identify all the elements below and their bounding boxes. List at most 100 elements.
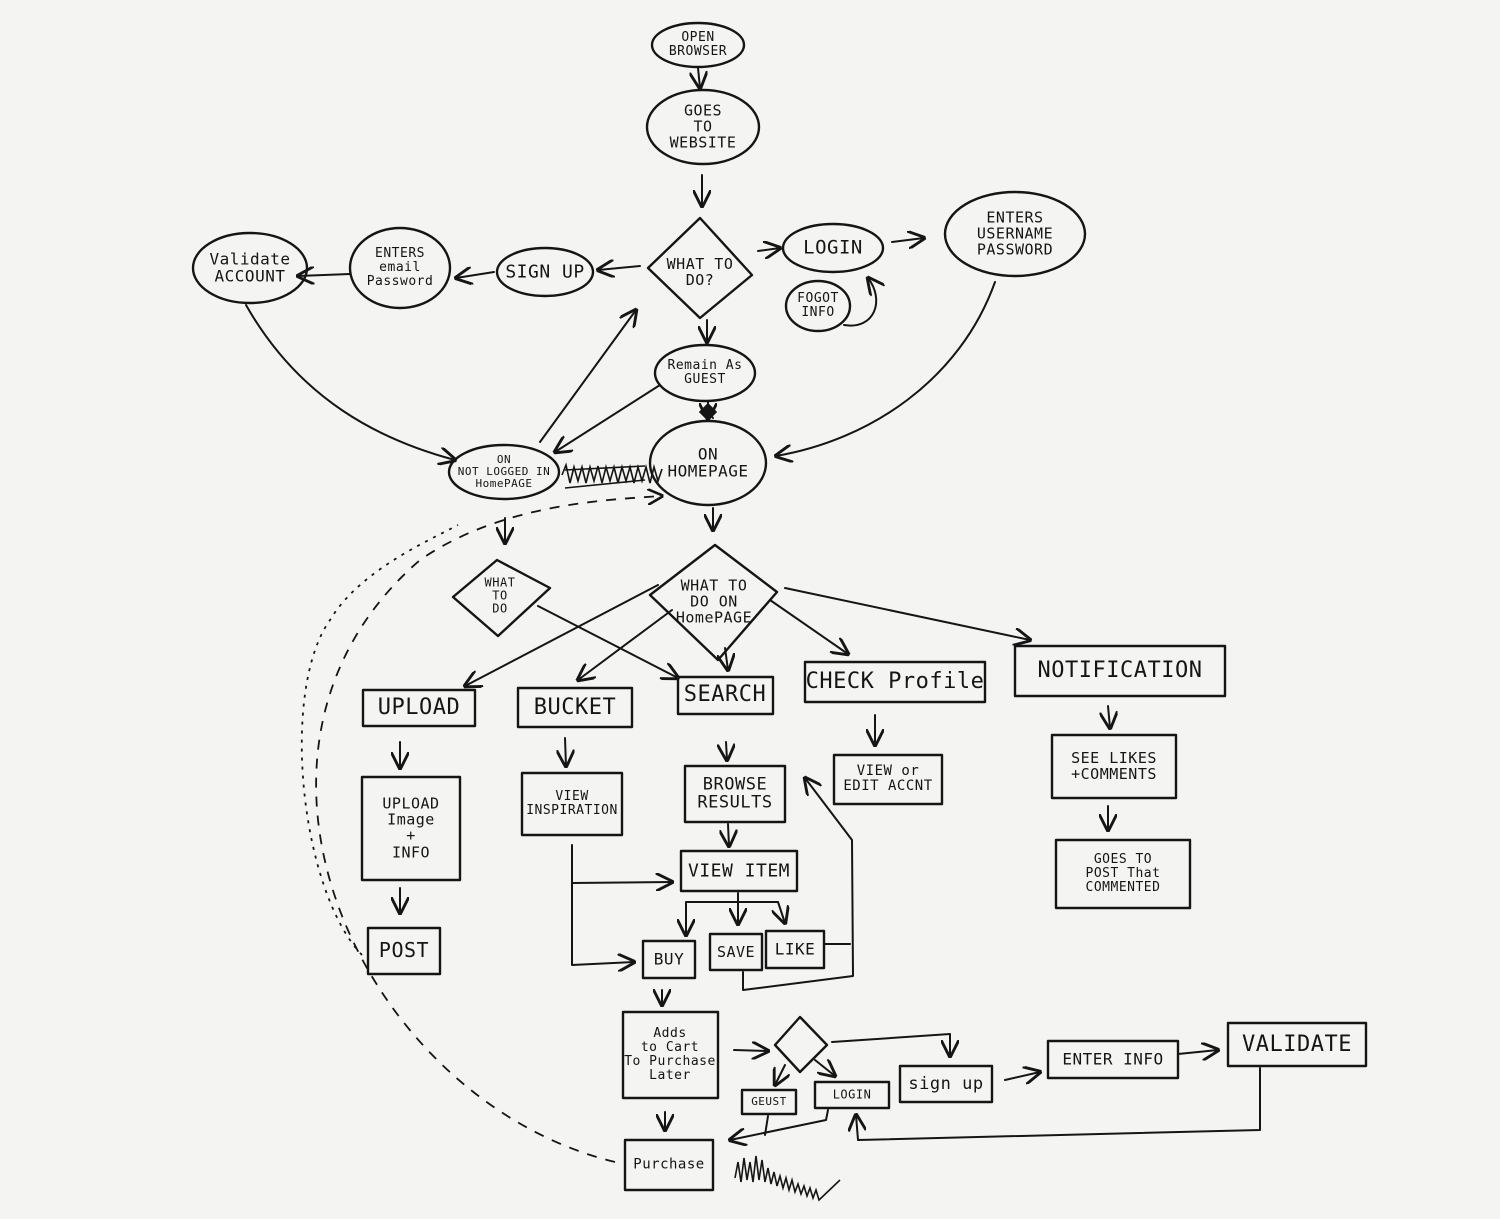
guest-label: GEUST: [751, 1095, 787, 1109]
on-homepage-label: ON HOMEPAGE: [667, 444, 749, 481]
arrow-bucket-to-inspiration: [565, 737, 566, 766]
arrow-signup-to-enterinfo: [1004, 1072, 1040, 1080]
buy-label: BUY: [653, 949, 685, 969]
arrow-enters-email-to-validate: [298, 274, 351, 276]
login-checkout-label: LOGIN: [832, 1087, 872, 1102]
purchase-box: [623, 1138, 715, 1192]
arrow-forgot-to-login: [843, 278, 876, 327]
arrow-whattodo-to-login: [757, 248, 780, 251]
upload-image-info-label: UPLOAD Image + INFO: [382, 794, 440, 862]
remain-as-guest-shape: [653, 343, 757, 403]
search-label: SEARCH: [683, 682, 767, 708]
purchase-label: Purchase: [633, 1156, 705, 1173]
checkout-diamond: [773, 1015, 829, 1074]
upload-label: UPLOAD: [377, 695, 461, 721]
arrow-login-to-enters: [891, 238, 924, 242]
see-likes-comments-label: SEE LIKES +COMMENTS: [1071, 748, 1157, 783]
arrow-checkout-to-guest: [775, 1064, 785, 1085]
what-to-do-homepage-label: WHAT TO DO ON HomePAGE: [675, 576, 753, 628]
check-profile-label: CHECK Profile: [805, 669, 985, 695]
sign-up-checkout-label: sign up: [908, 1073, 984, 1094]
arrow-viewitem-to-buy: [686, 892, 739, 935]
arrow-guest-to-purchase: [764, 1115, 769, 1136]
remain-as-guest-label: Remain As GUEST: [667, 357, 743, 387]
login-checkout-box: [813, 1080, 891, 1110]
sign-up-label: SIGN UP: [505, 261, 585, 283]
what-to-do-guest-diamond: [451, 558, 552, 638]
validate-account-label: Validate ACCOUNT: [209, 249, 291, 286]
validate-label: VALIDATE: [1242, 1032, 1352, 1058]
what-to-do-diamond: [646, 216, 754, 320]
notification-label: NOTIFICATION: [1037, 658, 1203, 684]
arrow-inspiration-to-viewitem: [571, 844, 672, 883]
upload-image-info-box: [360, 775, 462, 882]
bucket-label: BUCKET: [533, 695, 617, 721]
view-item-box: [679, 849, 799, 893]
forgot-info-label: FOGOT INFO: [797, 290, 839, 320]
what-to-do-label: WHAT TO DO?: [666, 254, 734, 289]
enters-email-password-label: ENTERS email Password: [366, 245, 434, 290]
save-label: SAVE: [716, 942, 756, 961]
arrow-homepage-to-upload: [465, 584, 659, 686]
notification-box: [1013, 644, 1227, 698]
arrow-enters-username-to-homepage: [776, 281, 996, 456]
arrow-homepage-to-check-profile: [769, 599, 848, 654]
what-to-do-guest-label: WHAT TO DO: [484, 575, 516, 616]
enters-username-password-shape: [943, 190, 1087, 278]
arrow-homepage-to-notification: [784, 587, 1030, 640]
arrow-notification-to-likes: [1108, 705, 1110, 728]
buy-box: [641, 939, 697, 980]
arrow-cart-to-checkout: [733, 1050, 768, 1051]
scribble-purchase: [734, 1155, 841, 1202]
view-edit-account-label: VIEW or EDIT ACCNT: [843, 762, 933, 794]
view-inspiration-label: VIEW INSPIRATION: [526, 788, 618, 818]
arrow-homepage-to-bucket: [578, 609, 673, 680]
check-profile-box: [803, 660, 987, 704]
login-label: LOGIN: [803, 236, 863, 259]
like-box: [764, 929, 826, 970]
upload-box: [361, 688, 477, 728]
see-likes-comments-box: [1050, 733, 1178, 800]
on-not-logged-homepage-label: ON NOT LOGGED IN HomePAGE: [457, 453, 551, 490]
arrow-save-like-back-to-browse: [742, 778, 854, 991]
adds-to-cart-label: Adds to Cart To Purchase Later: [624, 1025, 716, 1084]
arrow-checkout-to-signup: [831, 1033, 950, 1056]
guest-box: [740, 1088, 798, 1116]
arrow-search-to-browse: [726, 741, 727, 760]
arrow-validate-to-notlogged: [245, 304, 455, 460]
scribble-homepage-2: [564, 465, 646, 489]
like-label: LIKE: [774, 939, 816, 959]
browse-results-label: BROWSE RESULTS: [697, 774, 773, 813]
arrow-inspiration-to-buy: [571, 882, 634, 965]
view-item-label: VIEW ITEM: [687, 860, 791, 882]
arrow-browse-to-viewitem: [728, 823, 729, 846]
view-edit-account-box: [832, 753, 944, 806]
dotted-post-to-notlogged: [300, 524, 459, 956]
enter-info-box: [1046, 1039, 1180, 1080]
dashed-purchase-to-homepage: [315, 496, 662, 1163]
arrow-enterinfo-to-validate: [1177, 1050, 1218, 1054]
scribble-guest-arrow: [698, 402, 718, 422]
forgot-info-shape: [784, 279, 852, 333]
arrow-homepage-to-search: [725, 647, 728, 670]
save-box: [708, 932, 764, 972]
scribble-homepage: [561, 462, 663, 485]
post-label: POST: [378, 938, 430, 963]
arrow-viewitem-to-like: [737, 901, 785, 923]
arrow-login-to-purchase: [730, 1109, 829, 1140]
search-box: [676, 675, 775, 716]
arrow-guest-whattodo-to-search: [537, 605, 678, 678]
arrow-open-to-website: [698, 67, 700, 88]
browse-results-box: [683, 764, 787, 824]
open-browser-label: OPEN BROWSER: [668, 29, 728, 59]
goes-to-post-label: GOES TO POST That COMMENTED: [1085, 851, 1161, 896]
sign-up-shape: [495, 246, 595, 298]
arrow-checkout-to-login: [814, 1060, 835, 1076]
arrow-whattodo-to-signup: [598, 266, 641, 270]
goes-to-website-label: GOES TO WEBSITE: [669, 101, 737, 153]
post-box: [366, 926, 442, 976]
adds-to-cart-box: [621, 1010, 720, 1100]
bucket-box: [516, 686, 634, 729]
